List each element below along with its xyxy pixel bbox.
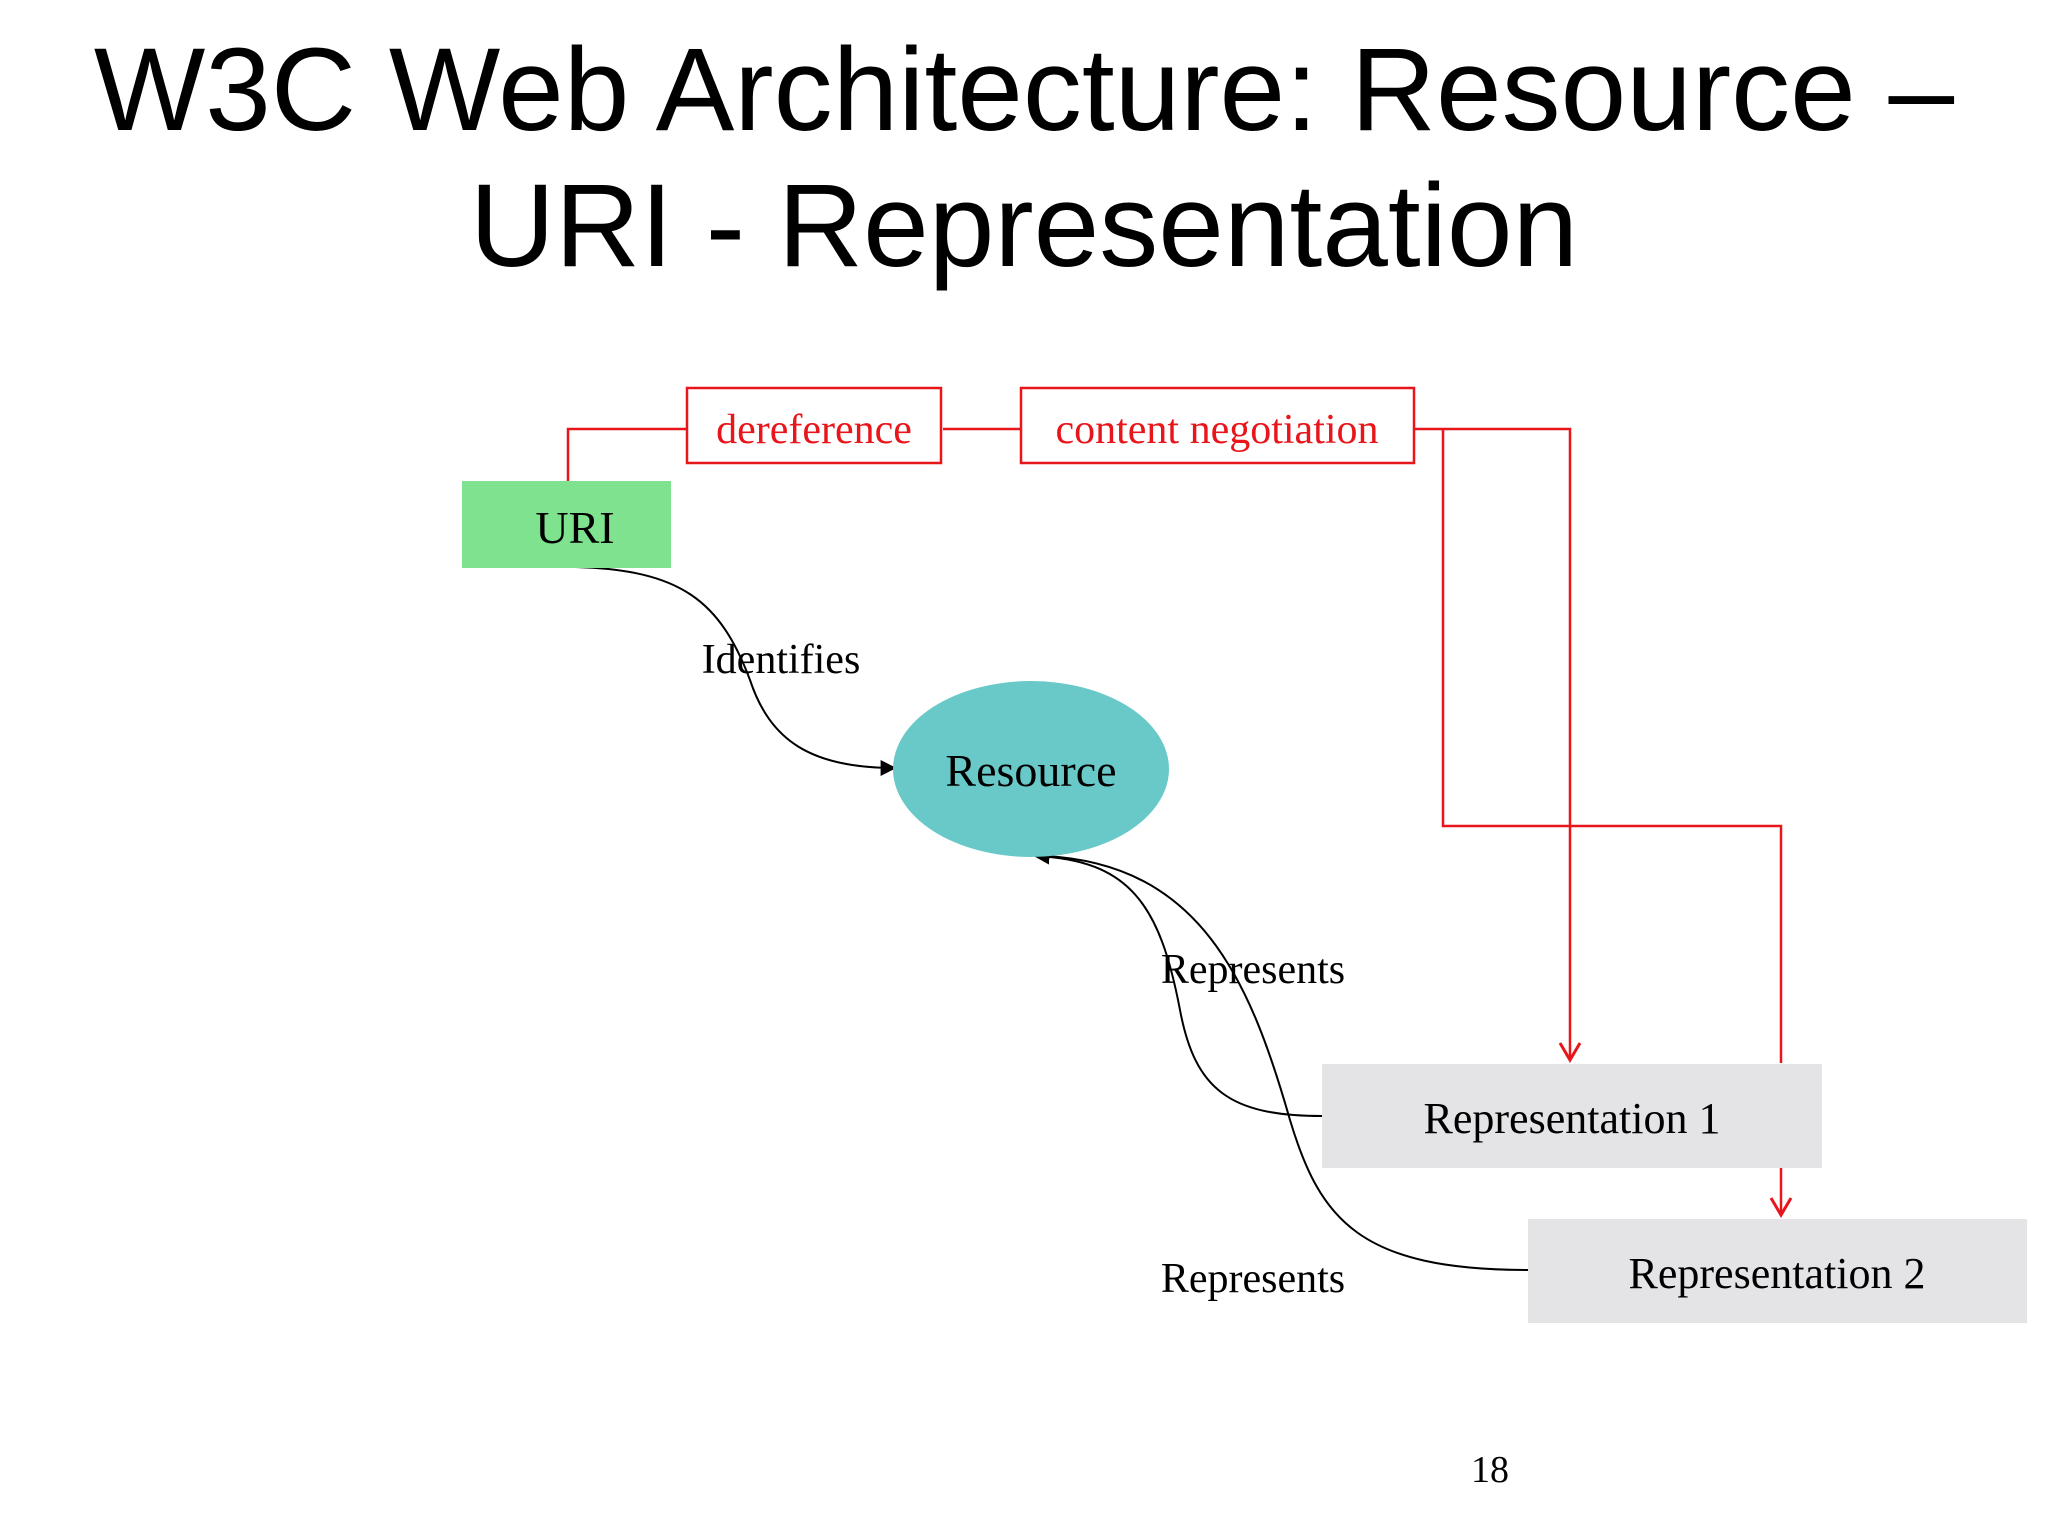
identifies-curve: [575, 566, 897, 776]
representation1-node: Representation 1: [1322, 1064, 1822, 1168]
relation-curves: [575, 566, 1529, 1271]
slide-title: W3C Web Architecture: Resource – URI - R…: [0, 22, 2048, 294]
represents-label-2: Represents: [1161, 1256, 1345, 1302]
content-negotiation-label: content negotiation: [1055, 407, 1378, 453]
dereference-label: dereference: [716, 407, 912, 453]
uri-to-dereference-line: [566, 427, 688, 482]
slide-title-line-1: W3C Web Architecture: Resource –: [93, 24, 1955, 156]
represents-curve-2: [1044, 855, 1529, 1271]
represents-label-1: Represents: [1161, 947, 1345, 993]
flow-arrowheads: [1558, 1042, 1793, 1218]
resource-label: Resource: [945, 745, 1116, 796]
identifies-label: Identifies: [702, 637, 861, 683]
representation2-node: Representation 2: [1528, 1219, 2027, 1323]
representation2-label: Representation 2: [1629, 1249, 1926, 1298]
resource-node: Resource: [893, 681, 1169, 857]
page-number: 18: [1471, 1449, 1509, 1491]
negotiation-to-representation1-line: [1415, 427, 1572, 1057]
negotiation-to-representation2-line: [1441, 429, 1783, 1063]
uri-node: URI: [462, 481, 671, 568]
representation1-label: Representation 1: [1424, 1094, 1721, 1143]
slide-title-line-2: URI - Representation: [469, 160, 1579, 292]
represents-curve-1: [1033, 848, 1323, 1117]
dereference-box: dereference: [685, 386, 943, 465]
flow-lines: [566, 427, 1783, 1212]
uri-label: URI: [535, 502, 614, 553]
content-negotiation-box: content negotiation: [1019, 386, 1416, 465]
arrowhead-representation2-icon: [1769, 1197, 1793, 1218]
arrowhead-representation1-icon: [1558, 1042, 1582, 1063]
